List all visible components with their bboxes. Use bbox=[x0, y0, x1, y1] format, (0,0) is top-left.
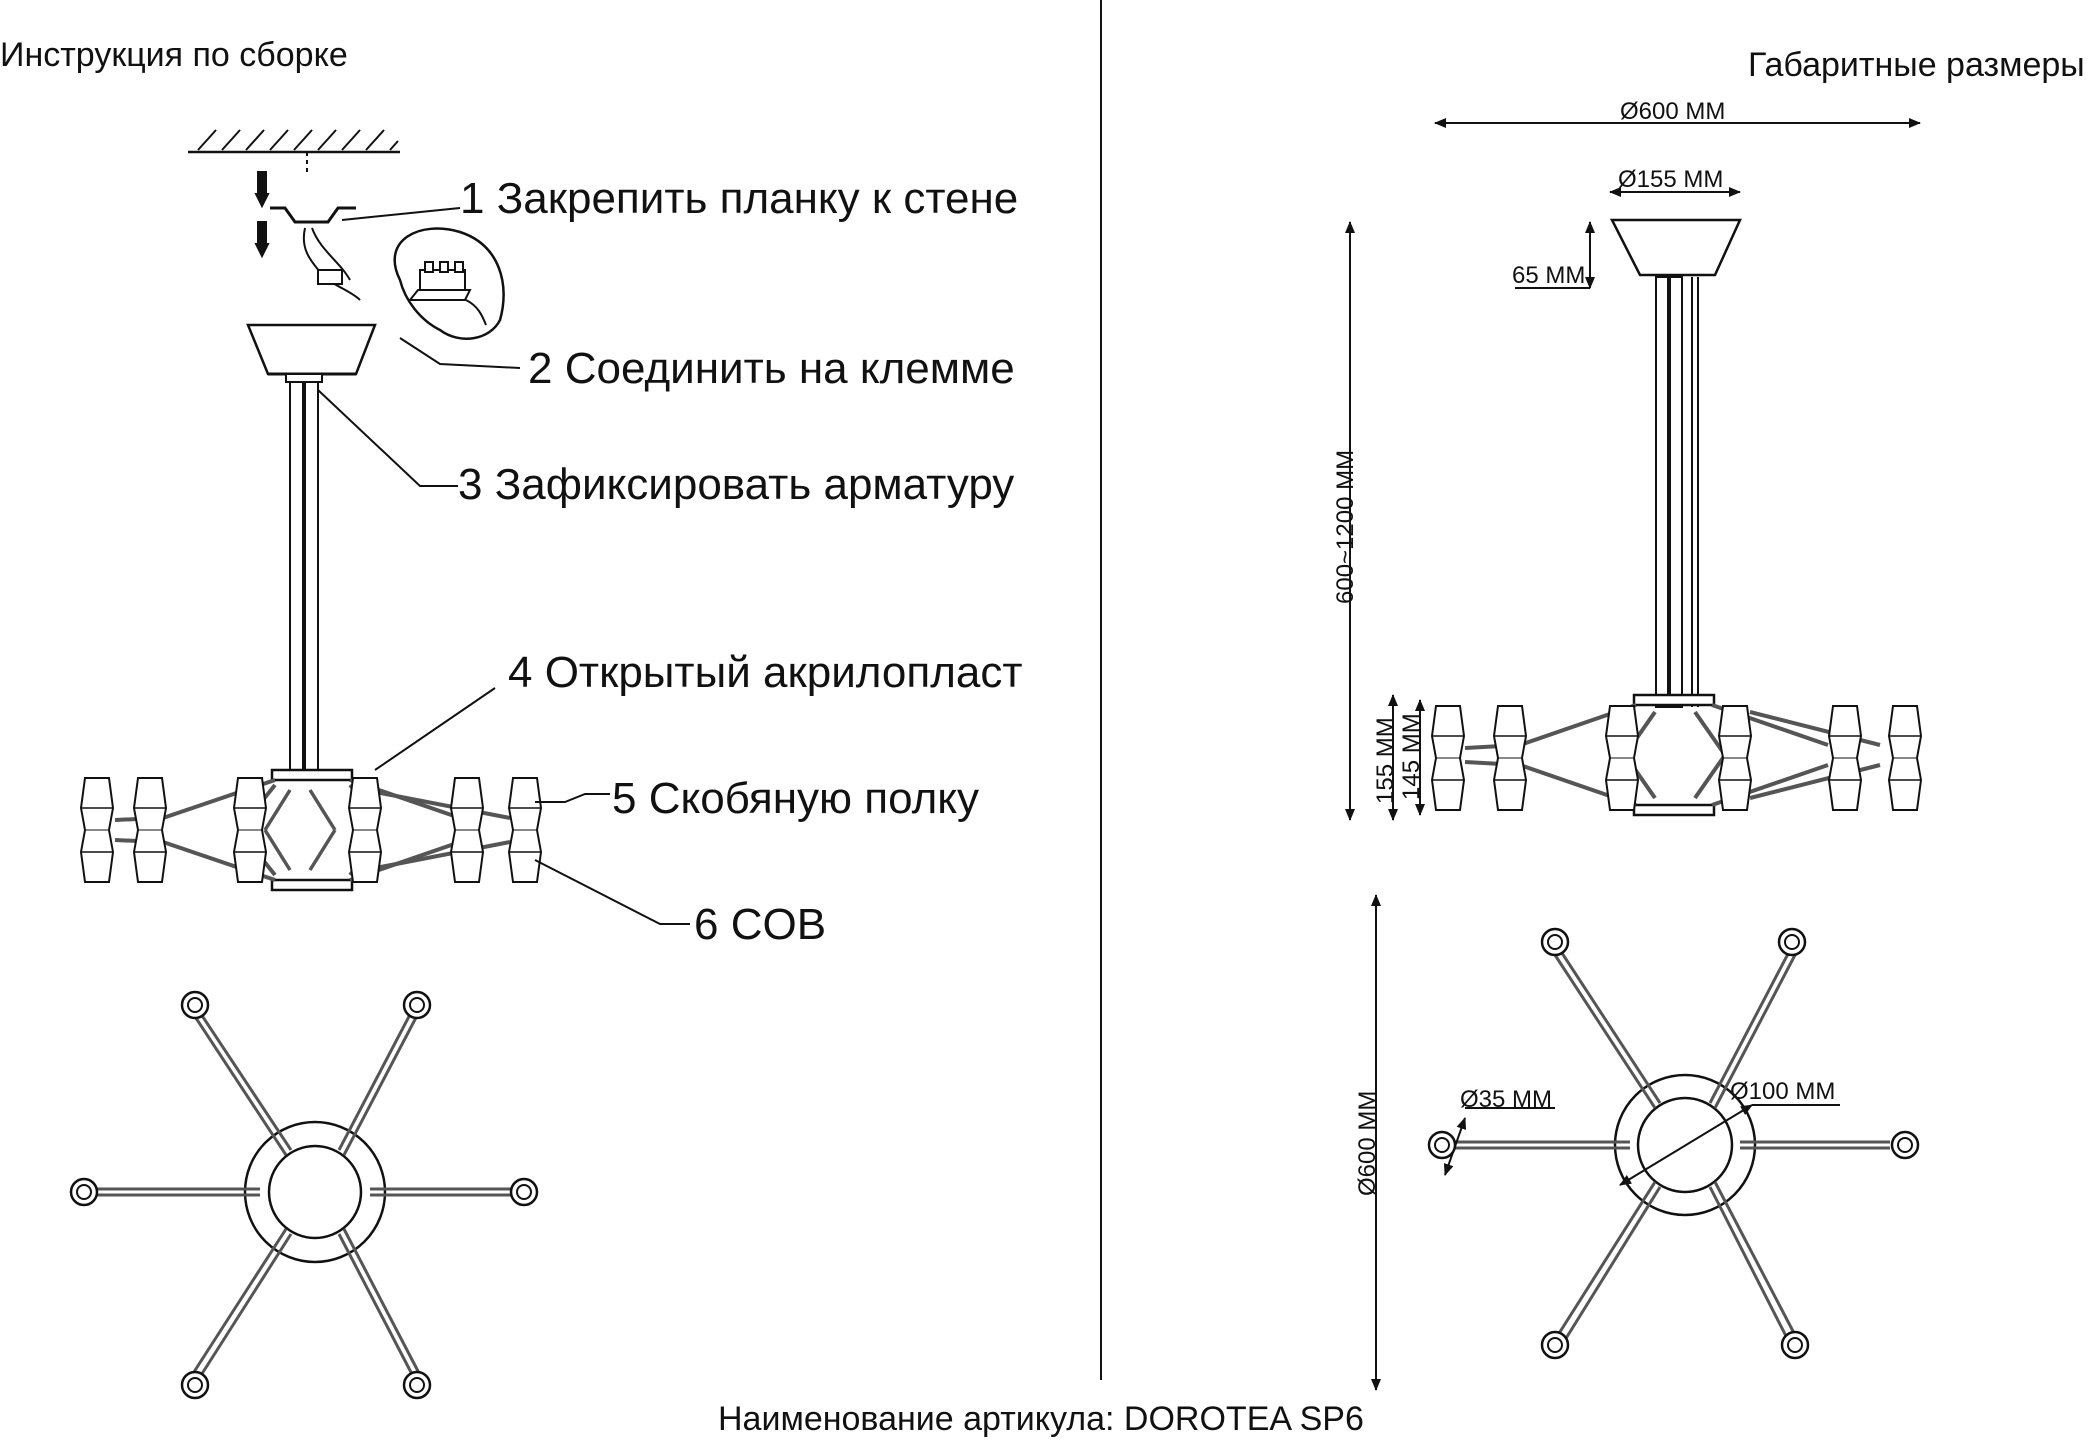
dim-canopy-diameter: Ø155 MM bbox=[1618, 166, 1724, 193]
step-1-label: 1 Закрепить планку к стене bbox=[460, 174, 1019, 223]
dim-suspension-height: 600~1200 MM bbox=[1332, 449, 1359, 604]
dim-canopy-height: 65 MM bbox=[1512, 262, 1586, 289]
dimensions-title: Габаритные размеры bbox=[1748, 46, 2085, 84]
assembly-side-view bbox=[114, 129, 511, 892]
article-name-footer: Наименование артикула: DOROTEA SP6 bbox=[718, 1400, 1364, 1438]
assembly-top-view bbox=[85, 1004, 523, 1381]
dim-hub-diameter: Ø100 MM bbox=[1730, 1078, 1836, 1105]
step-4-label: 4 Открытый акрилопласт bbox=[508, 648, 1023, 697]
leader-lines bbox=[317, 207, 690, 925]
dimension-side-shades bbox=[1431, 705, 1922, 811]
step-6-label: 6 COB bbox=[694, 900, 827, 949]
step-2-label: 2 Соединить на клемме bbox=[528, 344, 1015, 393]
dimension-side-view bbox=[1345, 118, 1921, 821]
step-3-label: 3 Зафиксировать арматуру bbox=[458, 460, 1015, 509]
dimension-top-view bbox=[1371, 894, 1890, 1391]
dim-top-view-span: Ø600 MM bbox=[1354, 1090, 1381, 1196]
dim-body-height-inner: 145 MM bbox=[1398, 713, 1425, 800]
dim-overall-width: Ø600 MM bbox=[1620, 98, 1726, 125]
dim-body-height-outer: 155 MM bbox=[1372, 717, 1399, 804]
dim-shade-diameter: Ø35 MM bbox=[1460, 1086, 1553, 1113]
step-5-label: 5 Скобяную полку bbox=[612, 774, 980, 823]
assembly-title: Инструкция по сборке bbox=[0, 36, 348, 74]
